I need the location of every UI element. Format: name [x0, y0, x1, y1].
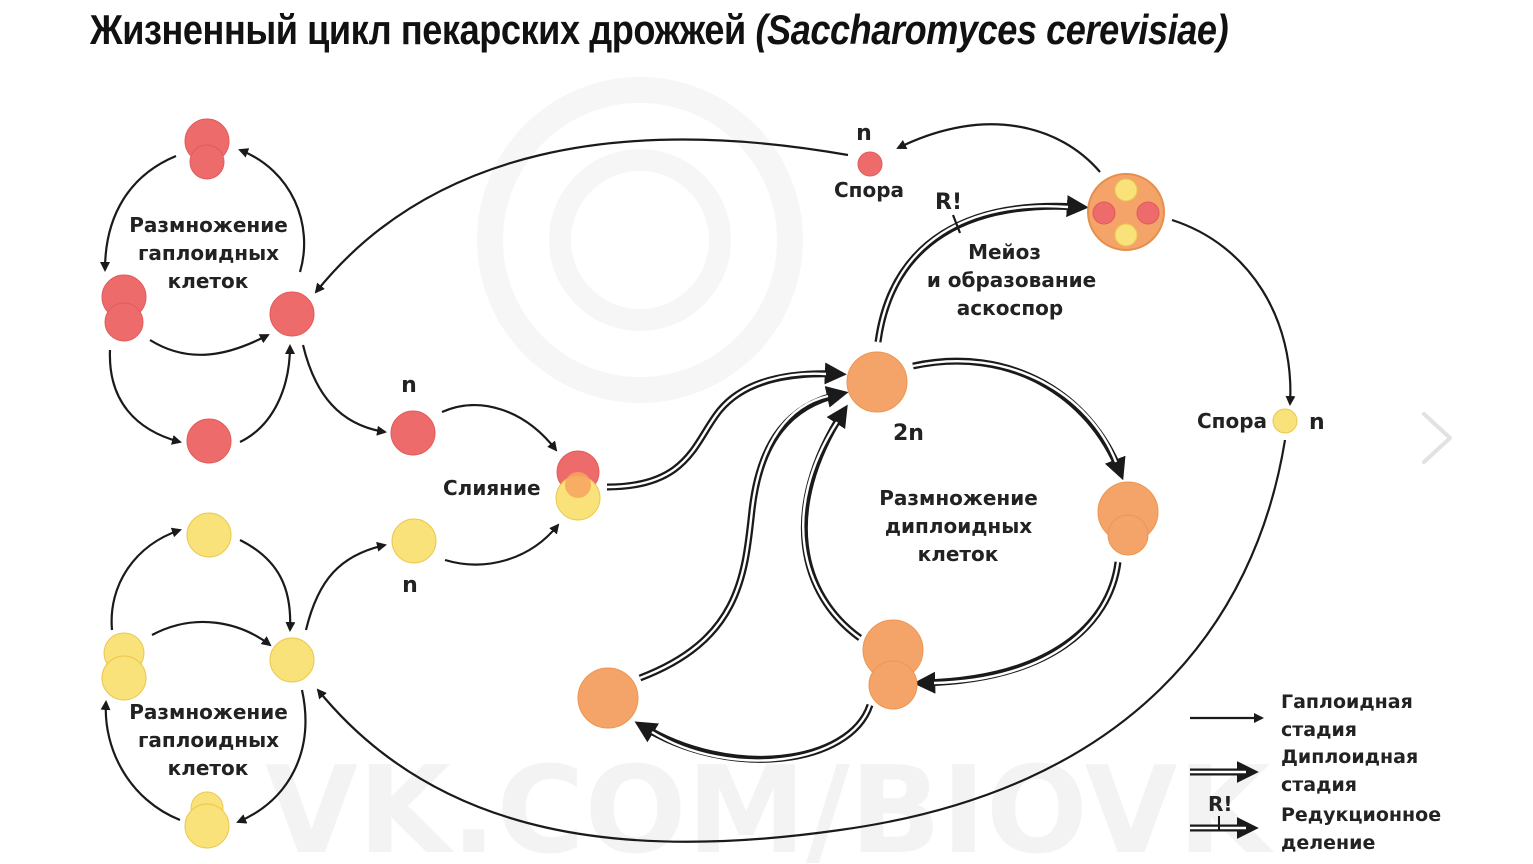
- legend-reduction-arrow: [1190, 816, 1259, 839]
- page-title: Жизненный цикл пекарских дрожжей (Saccha…: [90, 6, 1229, 54]
- arrow-yel-bottom-left: [100, 700, 181, 822]
- spore-right-cell: [1272, 408, 1298, 434]
- legend-haploid-label: Гаплоидная стадия: [1281, 691, 1419, 741]
- legend-diploid-label: Диплоидная стадия: [1281, 746, 1425, 796]
- haploid-arrows: [100, 123, 1296, 843]
- label-n-spore-top: n: [856, 121, 872, 146]
- legend-reduction-mark: R!: [1208, 792, 1233, 816]
- arrow-meiosis-reduction: [874, 195, 1089, 343]
- arrow-fusion-to-diploid: [606, 362, 847, 491]
- diploid-arrows: [606, 195, 1126, 763]
- chevron-right-icon[interactable]: [1422, 412, 1452, 464]
- spore-top-cell: [857, 151, 883, 177]
- arrow-diploid-cycle-right: [913, 561, 1122, 694]
- label-haploid-top: Размножение гаплоидных клеток: [129, 213, 295, 293]
- arrow-red-top-left: [100, 154, 177, 272]
- label-meiosis: Мейоз и образование аскоспор: [927, 240, 1103, 320]
- diploid-cell-bud-daughter: [577, 667, 639, 729]
- arrow-red-bottom-left: [108, 349, 182, 445]
- red-cell-n: [390, 410, 436, 456]
- diploid-budding-cell-bottom: [862, 619, 924, 710]
- arrow-yel-to-fusion: [444, 523, 560, 566]
- arrow-diploid-cycle-top: [912, 357, 1126, 481]
- arrow-spore-right-to-yellow: [316, 439, 1287, 843]
- yellow-budding-cell-left: [101, 632, 147, 701]
- diploid-budding-cell-right: [1097, 481, 1159, 556]
- red-budding-cell-left: [101, 274, 147, 342]
- yellow-budding-cell-bottom: [184, 791, 230, 849]
- red-cell-bottom: [186, 418, 232, 464]
- arrow-diploid-to-bud-cell: [634, 703, 874, 763]
- arrow-yel-middle: [151, 620, 272, 647]
- yellow-cell-top: [186, 512, 232, 558]
- fusion-cell: [555, 450, 601, 521]
- arrow-yel-top-left: [110, 527, 182, 631]
- yellow-cell-n: [391, 518, 437, 564]
- label-spore-right: Спора: [1197, 409, 1267, 433]
- arrow-yel-to-n: [304, 541, 387, 631]
- arrow-red-middle: [149, 334, 270, 356]
- arrow-red-bottom-right: [239, 344, 295, 443]
- label-2n: 2n: [893, 421, 924, 446]
- arrow-spore-top-to-red: [314, 138, 849, 294]
- label-spore-top: Спора: [834, 178, 904, 202]
- arrow-diploid-cycle-left: [800, 404, 863, 641]
- arrow-ascus-to-spore-right: [1171, 218, 1296, 406]
- arrow-yel-bottom-right: [236, 689, 307, 824]
- arrow-bud-to-diploid: [638, 386, 849, 682]
- arrow-ascus-to-spore-top: [896, 123, 1101, 173]
- ascus-with-four-spores: [1087, 173, 1165, 251]
- cells: [101, 118, 1298, 849]
- legend: Гаплоидная стадия Диплоидная стадия R! Р…: [1190, 691, 1448, 854]
- title-species: (Saccharomyces cerevisiae): [755, 6, 1229, 53]
- arrow-red-to-fusion: [441, 404, 558, 452]
- label-fusion: Слияние: [443, 476, 541, 500]
- label-n-red: n: [401, 373, 417, 398]
- label-r-mark: R!: [935, 190, 962, 215]
- label-n-yellow: n: [402, 573, 418, 598]
- red-budding-cell-top: [184, 118, 230, 180]
- arrow-red-to-n: [301, 344, 387, 436]
- arrow-yel-top-right: [239, 539, 296, 632]
- yellow-cell-right: [269, 637, 315, 683]
- arrow-red-right-up: [238, 148, 306, 273]
- red-cell-right: [269, 291, 315, 337]
- labels: Размножение гаплоидных клеток Размножени…: [129, 121, 1324, 780]
- reduction-tick: [951, 214, 962, 234]
- label-diploid: Размножение диплоидных клеток: [879, 486, 1045, 566]
- title-main: Жизненный цикл пекарских дрожжей: [90, 6, 746, 53]
- legend-reduction-label: Редукционное деление: [1281, 804, 1448, 854]
- label-n-spore-right: n: [1309, 410, 1325, 435]
- diploid-cell-2n: [846, 351, 908, 413]
- label-haploid-bottom: Размножение гаплоидных клеток: [129, 700, 295, 780]
